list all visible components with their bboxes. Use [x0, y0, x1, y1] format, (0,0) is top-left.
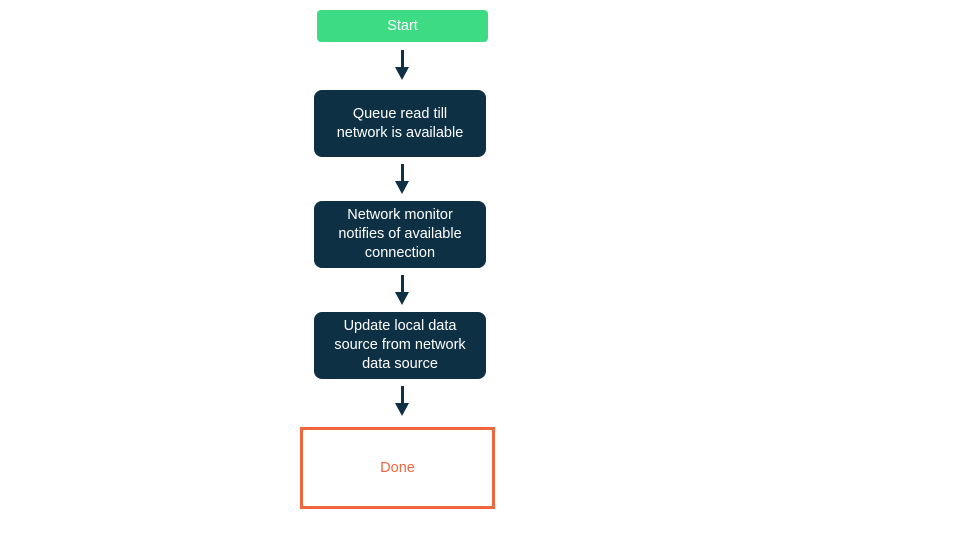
flowchart-node-done: Done	[300, 427, 495, 509]
flowchart-node-update-local-data: Update local data source from network da…	[314, 312, 486, 379]
flowchart-node-queue-read: Queue read till network is available	[314, 90, 486, 157]
arrow-head	[395, 67, 409, 80]
node-done-label: Done	[380, 459, 415, 476]
down-arrow-icon	[395, 50, 409, 80]
arrow-stem	[400, 164, 404, 181]
down-arrow-icon	[395, 275, 409, 305]
flowchart-node-network-monitor: Network monitor notifies of available co…	[314, 201, 486, 268]
arrow-stem	[400, 50, 404, 67]
arrow-stem	[400, 275, 404, 292]
arrow-stem	[400, 386, 404, 403]
node-queue-label: Queue read till network is available	[336, 105, 464, 141]
down-arrow-icon	[395, 386, 409, 416]
arrow-head	[395, 292, 409, 305]
arrow-head	[395, 181, 409, 194]
node-start-label: Start	[387, 17, 418, 34]
down-arrow-icon	[395, 164, 409, 194]
node-update-label: Update local data source from network da…	[334, 318, 466, 372]
node-monitor-label: Network monitor notifies of available co…	[338, 207, 462, 261]
flowchart-node-start: Start	[317, 10, 488, 42]
arrow-head	[395, 403, 409, 416]
